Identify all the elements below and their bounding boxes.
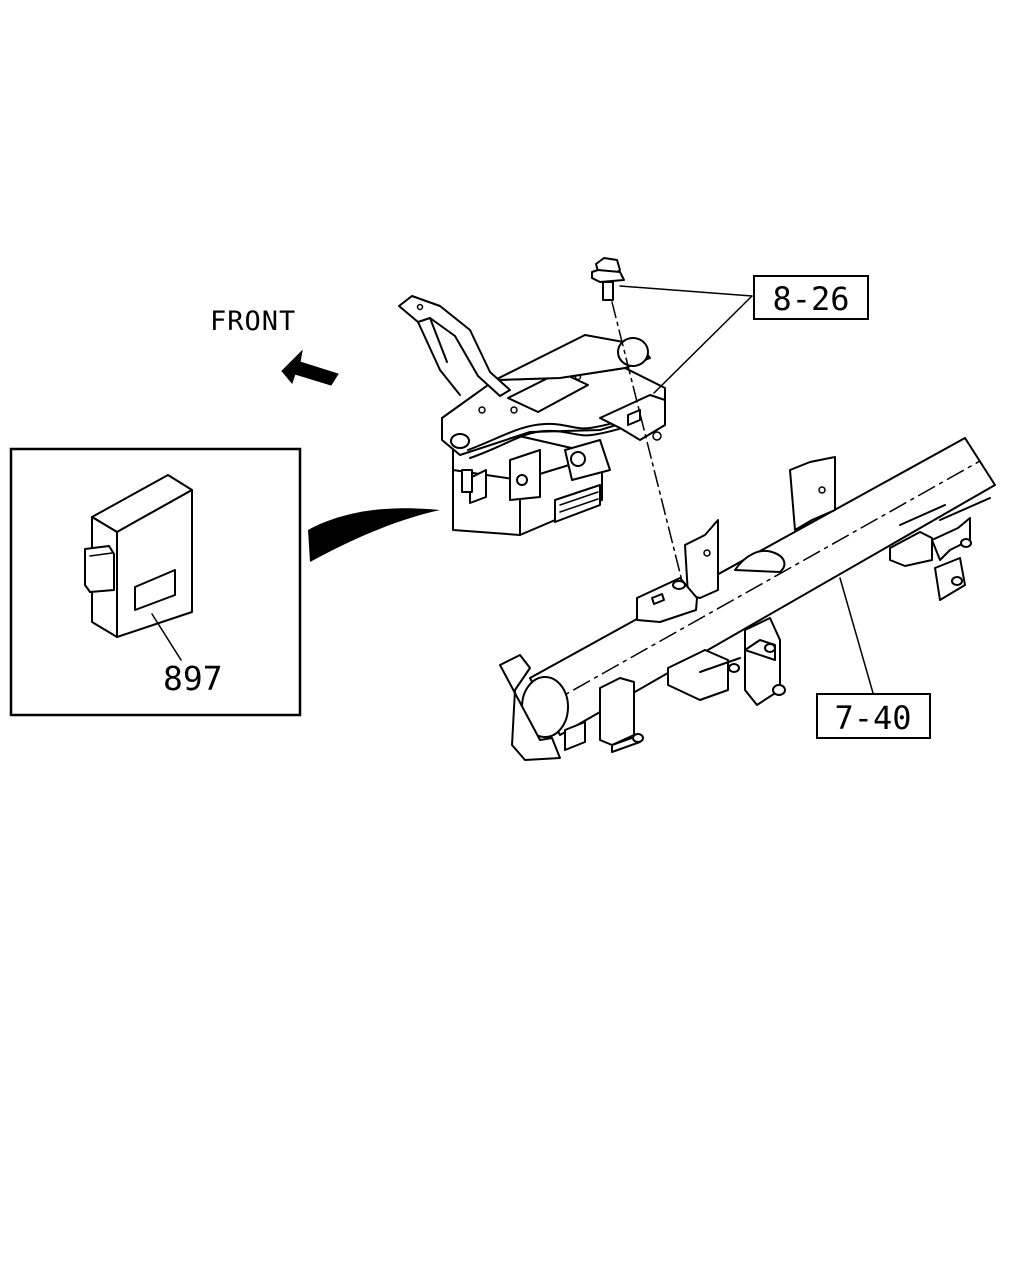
crossmember-leader-line: [839, 577, 874, 694]
pointer-arrow-icon: [308, 508, 440, 562]
crossmember-callout-box: [816, 693, 931, 739]
control-module-icon: [84, 474, 193, 638]
bracket-assembly: [398, 295, 666, 536]
bolt-part-number: 8-26: [772, 280, 849, 318]
bolt-leader-lines: [619, 285, 753, 394]
bolt-callout-box: [753, 275, 869, 320]
front-arrow-icon: [281, 349, 339, 386]
module-leader-line: [151, 613, 182, 661]
front-label: FRONT: [210, 306, 296, 337]
bolt-axis-line: [611, 301, 684, 586]
crossmember-assembly: [499, 437, 996, 761]
module-part-number: 897: [163, 659, 223, 698]
crossmember-part-number: 7-40: [834, 699, 911, 737]
bolt-icon: [591, 257, 625, 301]
